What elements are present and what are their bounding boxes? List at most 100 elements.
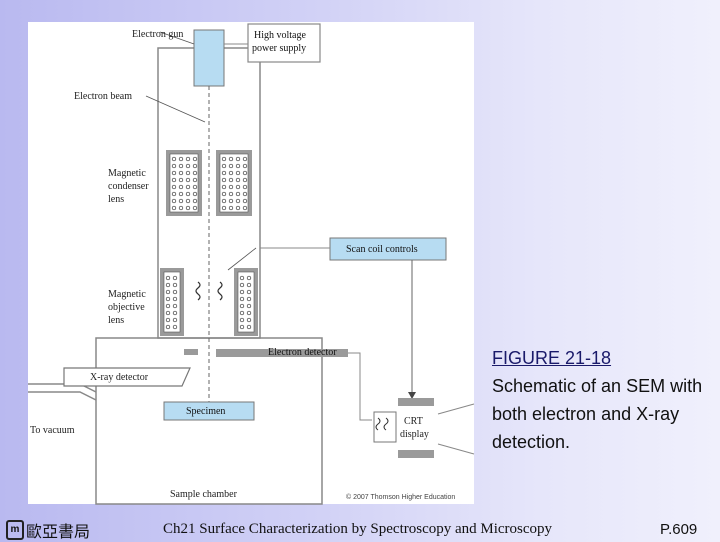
scan-coils (195, 281, 223, 301)
label-crt-2: display (400, 429, 429, 440)
coil-dot (185, 184, 191, 190)
coil-dot (246, 275, 252, 281)
coil-dot (185, 191, 191, 197)
coil-dot (171, 198, 177, 204)
detector-to-crt (348, 352, 372, 421)
coil-dot (246, 282, 252, 288)
coil-dot (221, 163, 227, 169)
coil-dot (185, 198, 191, 204)
label-electron-beam: Electron beam (74, 91, 132, 102)
publisher-mark-icon: m (6, 520, 24, 540)
electron-detector (216, 349, 348, 357)
coil-dot (239, 282, 245, 288)
scan-coil-leader (227, 247, 257, 271)
coil-dot (239, 303, 245, 309)
crt-display (373, 398, 475, 458)
scan-to-crt-arrow (408, 392, 416, 399)
coil-dot (178, 163, 184, 169)
coil-dot (171, 205, 177, 211)
coil-dot (192, 156, 198, 162)
coil-dot (221, 184, 227, 190)
coil-dot (235, 205, 241, 211)
coil-dot (242, 205, 248, 211)
coil-dot (239, 317, 245, 323)
coil-dot (228, 184, 234, 190)
publisher-logo: m 歐亞書局 (6, 518, 90, 542)
specimen-stage (163, 401, 255, 421)
coil-dot (228, 163, 234, 169)
coil-dot (228, 170, 234, 176)
label-specimen: Specimen (186, 406, 225, 417)
label-electron-gun: Electron gun (132, 29, 183, 40)
coil-dot (165, 303, 171, 309)
coil-dot (228, 198, 234, 204)
coil-dot (171, 177, 177, 183)
coil-dot (239, 275, 245, 281)
figure-caption: FIGURE 21-18 Schematic of an SEM with bo… (492, 344, 712, 456)
label-condenser-2: condenser (108, 181, 149, 192)
coil-dot (228, 177, 234, 183)
course-title: Ch21 Surface Characterization by Spectro… (163, 521, 553, 537)
coil-dot (178, 170, 184, 176)
label-crt-1: CRT (404, 416, 423, 427)
page-number: P.609 (660, 521, 698, 538)
coil-dot (235, 191, 241, 197)
coil-dot (239, 324, 245, 330)
label-xray-detector: X-ray detector (90, 372, 149, 383)
coil-dot (172, 296, 178, 302)
coil-dot (192, 184, 198, 190)
objective-coil-dots (165, 275, 252, 330)
coil-dot (165, 317, 171, 323)
coil-dot (221, 156, 227, 162)
coil-dot (172, 303, 178, 309)
copyright-note: © 2007 Thomson Higher Education (346, 493, 455, 501)
objective-lens (160, 268, 258, 336)
coil-dot (172, 275, 178, 281)
caption-title: FIGURE 21-18 (492, 348, 612, 368)
coil-dot (246, 324, 252, 330)
electron-gun-leader (159, 31, 195, 45)
coil-dot (185, 177, 191, 183)
coil-dot (185, 156, 191, 162)
coil-dot (171, 163, 177, 169)
coil-dot (221, 198, 227, 204)
coil-dot (192, 205, 198, 211)
coil-dot (242, 170, 248, 176)
coil-dot (235, 170, 241, 176)
caption-text: Schematic of an SEM with both electron a… (492, 376, 703, 452)
coil-dot (246, 310, 252, 316)
coil-dot (165, 282, 171, 288)
coil-dot (178, 177, 184, 183)
coil-dot (192, 163, 198, 169)
coil-dot (165, 324, 171, 330)
coil-dot (246, 317, 252, 323)
coil-dot (165, 275, 171, 281)
label-objective-1: Magnetic (108, 289, 146, 300)
coil-dot (221, 177, 227, 183)
coil-dot (221, 191, 227, 197)
publisher-name: 歐亞書局 (26, 524, 91, 541)
coil-dot (242, 191, 248, 197)
coil-dot (171, 191, 177, 197)
coil-dot (221, 205, 227, 211)
label-sample-chamber: Sample chamber (170, 489, 238, 500)
coil-dot (239, 289, 245, 295)
coil-dot (178, 184, 184, 190)
label-scan-coil-controls: Scan coil controls (346, 244, 418, 255)
coil-dot (165, 289, 171, 295)
condenser-coil-dots (171, 156, 248, 211)
figure-panel (28, 22, 474, 504)
coil-dot (228, 191, 234, 197)
coil-dot (185, 163, 191, 169)
coil-dot (178, 198, 184, 204)
coil-dot (235, 156, 241, 162)
coil-dot (242, 163, 248, 169)
coil-dot (235, 198, 241, 204)
coil-dot (171, 156, 177, 162)
aperture-plate (184, 349, 198, 355)
coil-dot (246, 289, 252, 295)
coil-dot (228, 205, 234, 211)
coil-dot (165, 310, 171, 316)
electron-gun (193, 29, 225, 87)
scan-coil-controls-box (329, 237, 447, 261)
